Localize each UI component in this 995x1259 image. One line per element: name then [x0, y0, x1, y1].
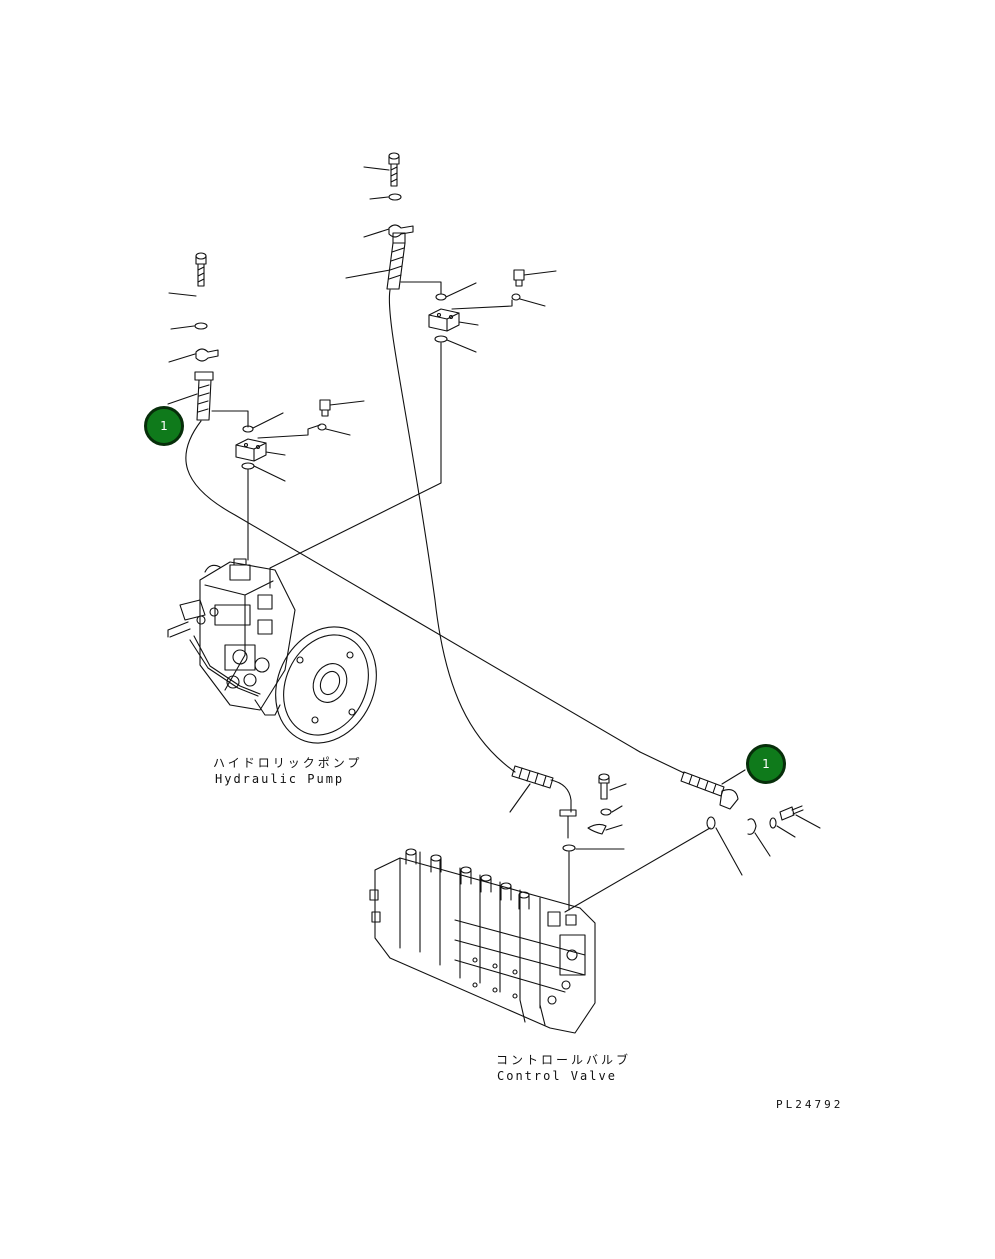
hydraulic-pump-drawing: [167, 558, 377, 744]
valve-label-english: Control Valve: [497, 1069, 617, 1083]
o-ring-right-top: [435, 293, 447, 301]
control-valve-drawing: [369, 848, 596, 1034]
pipe-assembly-left: [167, 252, 641, 753]
split-flange-right: [428, 308, 460, 332]
bolt-valve-b: [598, 773, 610, 800]
callout-number: 1: [160, 419, 168, 433]
tube-left: [185, 420, 641, 753]
pipe-assembly-right: [269, 152, 557, 773]
valve-fitting-left-tube: [564, 751, 821, 913]
plug-left: [319, 399, 365, 417]
callout-marker-1-right[interactable]: 1: [746, 744, 786, 784]
pump-label-english: Hydraulic Pump: [215, 772, 345, 786]
washer-valve-b: [600, 808, 612, 816]
hose-sleeve-left: [196, 379, 212, 421]
o-ring-right-plug: [511, 293, 521, 301]
callout-marker-1-left[interactable]: 1: [144, 406, 184, 446]
hose-sleeve-lower-a: [680, 771, 725, 797]
callout-number: 1: [762, 757, 770, 771]
drawing-code: PL24792: [776, 1098, 844, 1111]
plug-right: [513, 269, 557, 287]
clamp-right: [388, 224, 414, 238]
hose-sleeve-lower-b: [511, 765, 554, 789]
tube-right: [388, 289, 516, 773]
bolt-right: [388, 152, 400, 187]
tube-flange-left: [194, 371, 214, 381]
washer-left: [194, 322, 208, 330]
hose-sleeve-right: [386, 242, 406, 290]
bolt-left: [195, 252, 207, 287]
split-flange-left: [235, 438, 267, 462]
bolt-valve-a: [779, 805, 804, 821]
valve-fitting-right-tube: [509, 765, 627, 911]
pump-label-japanese: ハイドロリックポンプ: [213, 756, 363, 770]
valve-label-japanese: コントロールバルブ: [496, 1053, 632, 1067]
clamp-valve-a: [747, 818, 757, 835]
clamp-left: [195, 348, 219, 362]
o-ring-valve-b: [562, 844, 576, 852]
clamp-valve-b: [587, 823, 607, 835]
o-ring-left-plug: [317, 423, 327, 431]
o-ring-right-bottom: [434, 335, 448, 343]
washer-right: [388, 193, 402, 201]
o-ring-left-top: [242, 425, 254, 433]
washer-valve-a: [769, 817, 777, 829]
o-ring-left-bottom: [241, 462, 255, 470]
o-ring-valve-a: [706, 816, 716, 830]
